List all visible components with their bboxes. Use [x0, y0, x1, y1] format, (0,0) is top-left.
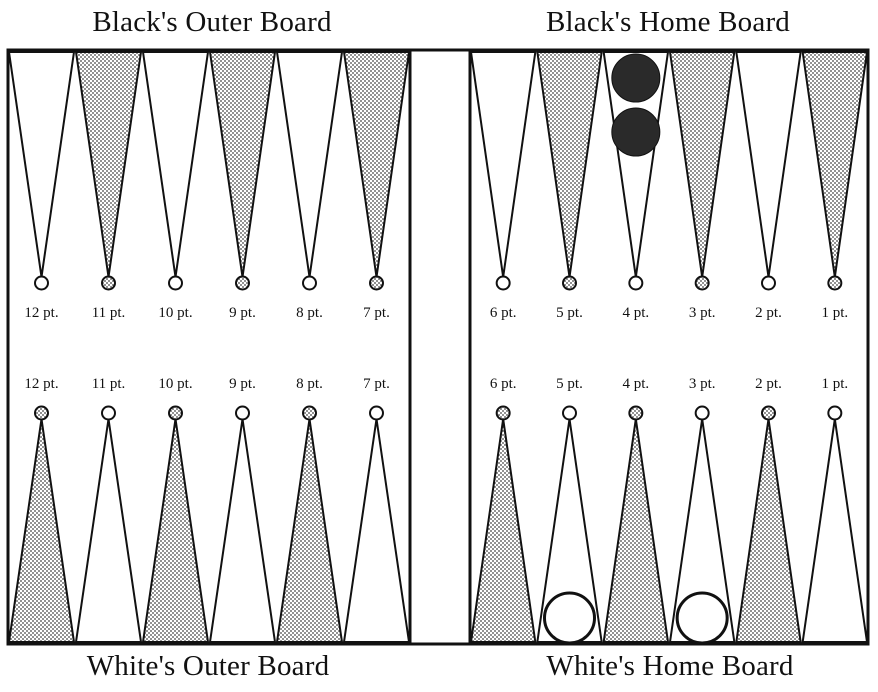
point-label: 8 pt.	[296, 305, 323, 321]
point-label: 10 pt.	[158, 305, 192, 321]
bar	[408, 48, 472, 646]
point-tip-marker	[628, 275, 644, 291]
black-outer-board-label: Black's Outer Board	[92, 6, 332, 38]
point-label: 4 pt.	[622, 376, 649, 392]
point-tip-marker	[168, 275, 183, 291]
point-triangle	[469, 51, 537, 278]
point-triangle	[141, 51, 210, 278]
point-label: 1 pt.	[821, 305, 848, 321]
white-home-board-label: White's Home Board	[546, 650, 794, 682]
point-triangle	[801, 51, 869, 278]
point-triangle	[275, 418, 344, 643]
point-tip-marker	[761, 405, 776, 421]
white-checker	[543, 591, 596, 645]
point-tip-marker	[302, 405, 317, 421]
point-triangle	[275, 51, 344, 278]
point-triangle	[7, 51, 76, 278]
black-home-board-label: Black's Home Board	[546, 6, 790, 38]
point-label: 5 pt.	[556, 376, 583, 392]
point-label: 7 pt.	[363, 376, 390, 392]
point-tip-marker	[562, 275, 577, 291]
point-tip-marker	[302, 275, 317, 291]
point-triangle	[342, 51, 411, 278]
point-triangle	[469, 418, 537, 643]
white-outer-board-label: White's Outer Board	[86, 650, 330, 682]
point-label: 11 pt.	[92, 376, 126, 392]
point-triangle	[74, 51, 143, 278]
point-label: 6 pt.	[490, 305, 517, 321]
point-triangle	[7, 418, 76, 643]
point-tip-marker	[369, 405, 384, 421]
point-tip-marker	[694, 275, 710, 291]
white-checker	[675, 591, 729, 645]
point-tip-marker	[827, 275, 843, 291]
black-checker	[611, 107, 661, 157]
outer-board-frame	[6, 48, 412, 646]
point-tip-marker	[761, 275, 776, 291]
point-triangle	[208, 418, 277, 643]
point-tip-marker	[495, 405, 511, 421]
point-label: 2 pt.	[755, 376, 782, 392]
point-triangle	[735, 51, 802, 278]
point-label: 11 pt.	[92, 305, 126, 321]
point-tip-marker	[101, 275, 116, 291]
point-tip-marker	[369, 275, 384, 291]
point-label: 2 pt.	[755, 305, 782, 321]
point-triangle	[668, 51, 736, 278]
point-label: 8 pt.	[296, 376, 323, 392]
point-label: 12 pt.	[24, 376, 58, 392]
point-tip-marker	[34, 405, 49, 421]
point-triangle	[602, 51, 670, 278]
point-label: 4 pt.	[622, 305, 649, 321]
point-triangle	[735, 418, 802, 643]
point-tip-marker	[562, 405, 577, 421]
point-tip-marker	[34, 275, 49, 291]
point-triangle	[801, 418, 869, 643]
point-tip-marker	[235, 405, 250, 421]
point-label: 7 pt.	[363, 305, 390, 321]
point-label: 9 pt.	[229, 305, 256, 321]
point-triangle	[536, 51, 603, 278]
point-label: 1 pt.	[821, 376, 848, 392]
point-tip-marker	[694, 405, 710, 421]
point-triangle	[74, 418, 143, 643]
point-tip-marker	[101, 405, 116, 421]
point-triangle	[342, 418, 411, 643]
point-tip-marker	[628, 405, 644, 421]
point-tip-marker	[495, 275, 511, 291]
point-triangle	[208, 51, 277, 278]
point-label: 12 pt.	[24, 305, 58, 321]
point-label: 3 pt.	[689, 376, 716, 392]
home-board-frame	[468, 48, 870, 646]
point-tip-marker	[235, 275, 250, 291]
point-label: 3 pt.	[689, 305, 716, 321]
point-label: 5 pt.	[556, 305, 583, 321]
point-tip-marker	[827, 405, 843, 421]
point-triangle	[602, 418, 670, 643]
point-triangle	[141, 418, 210, 643]
point-label: 10 pt.	[158, 376, 192, 392]
point-label: 9 pt.	[229, 376, 256, 392]
point-label: 6 pt.	[490, 376, 517, 392]
point-tip-marker	[168, 405, 183, 421]
black-checker	[611, 53, 661, 103]
